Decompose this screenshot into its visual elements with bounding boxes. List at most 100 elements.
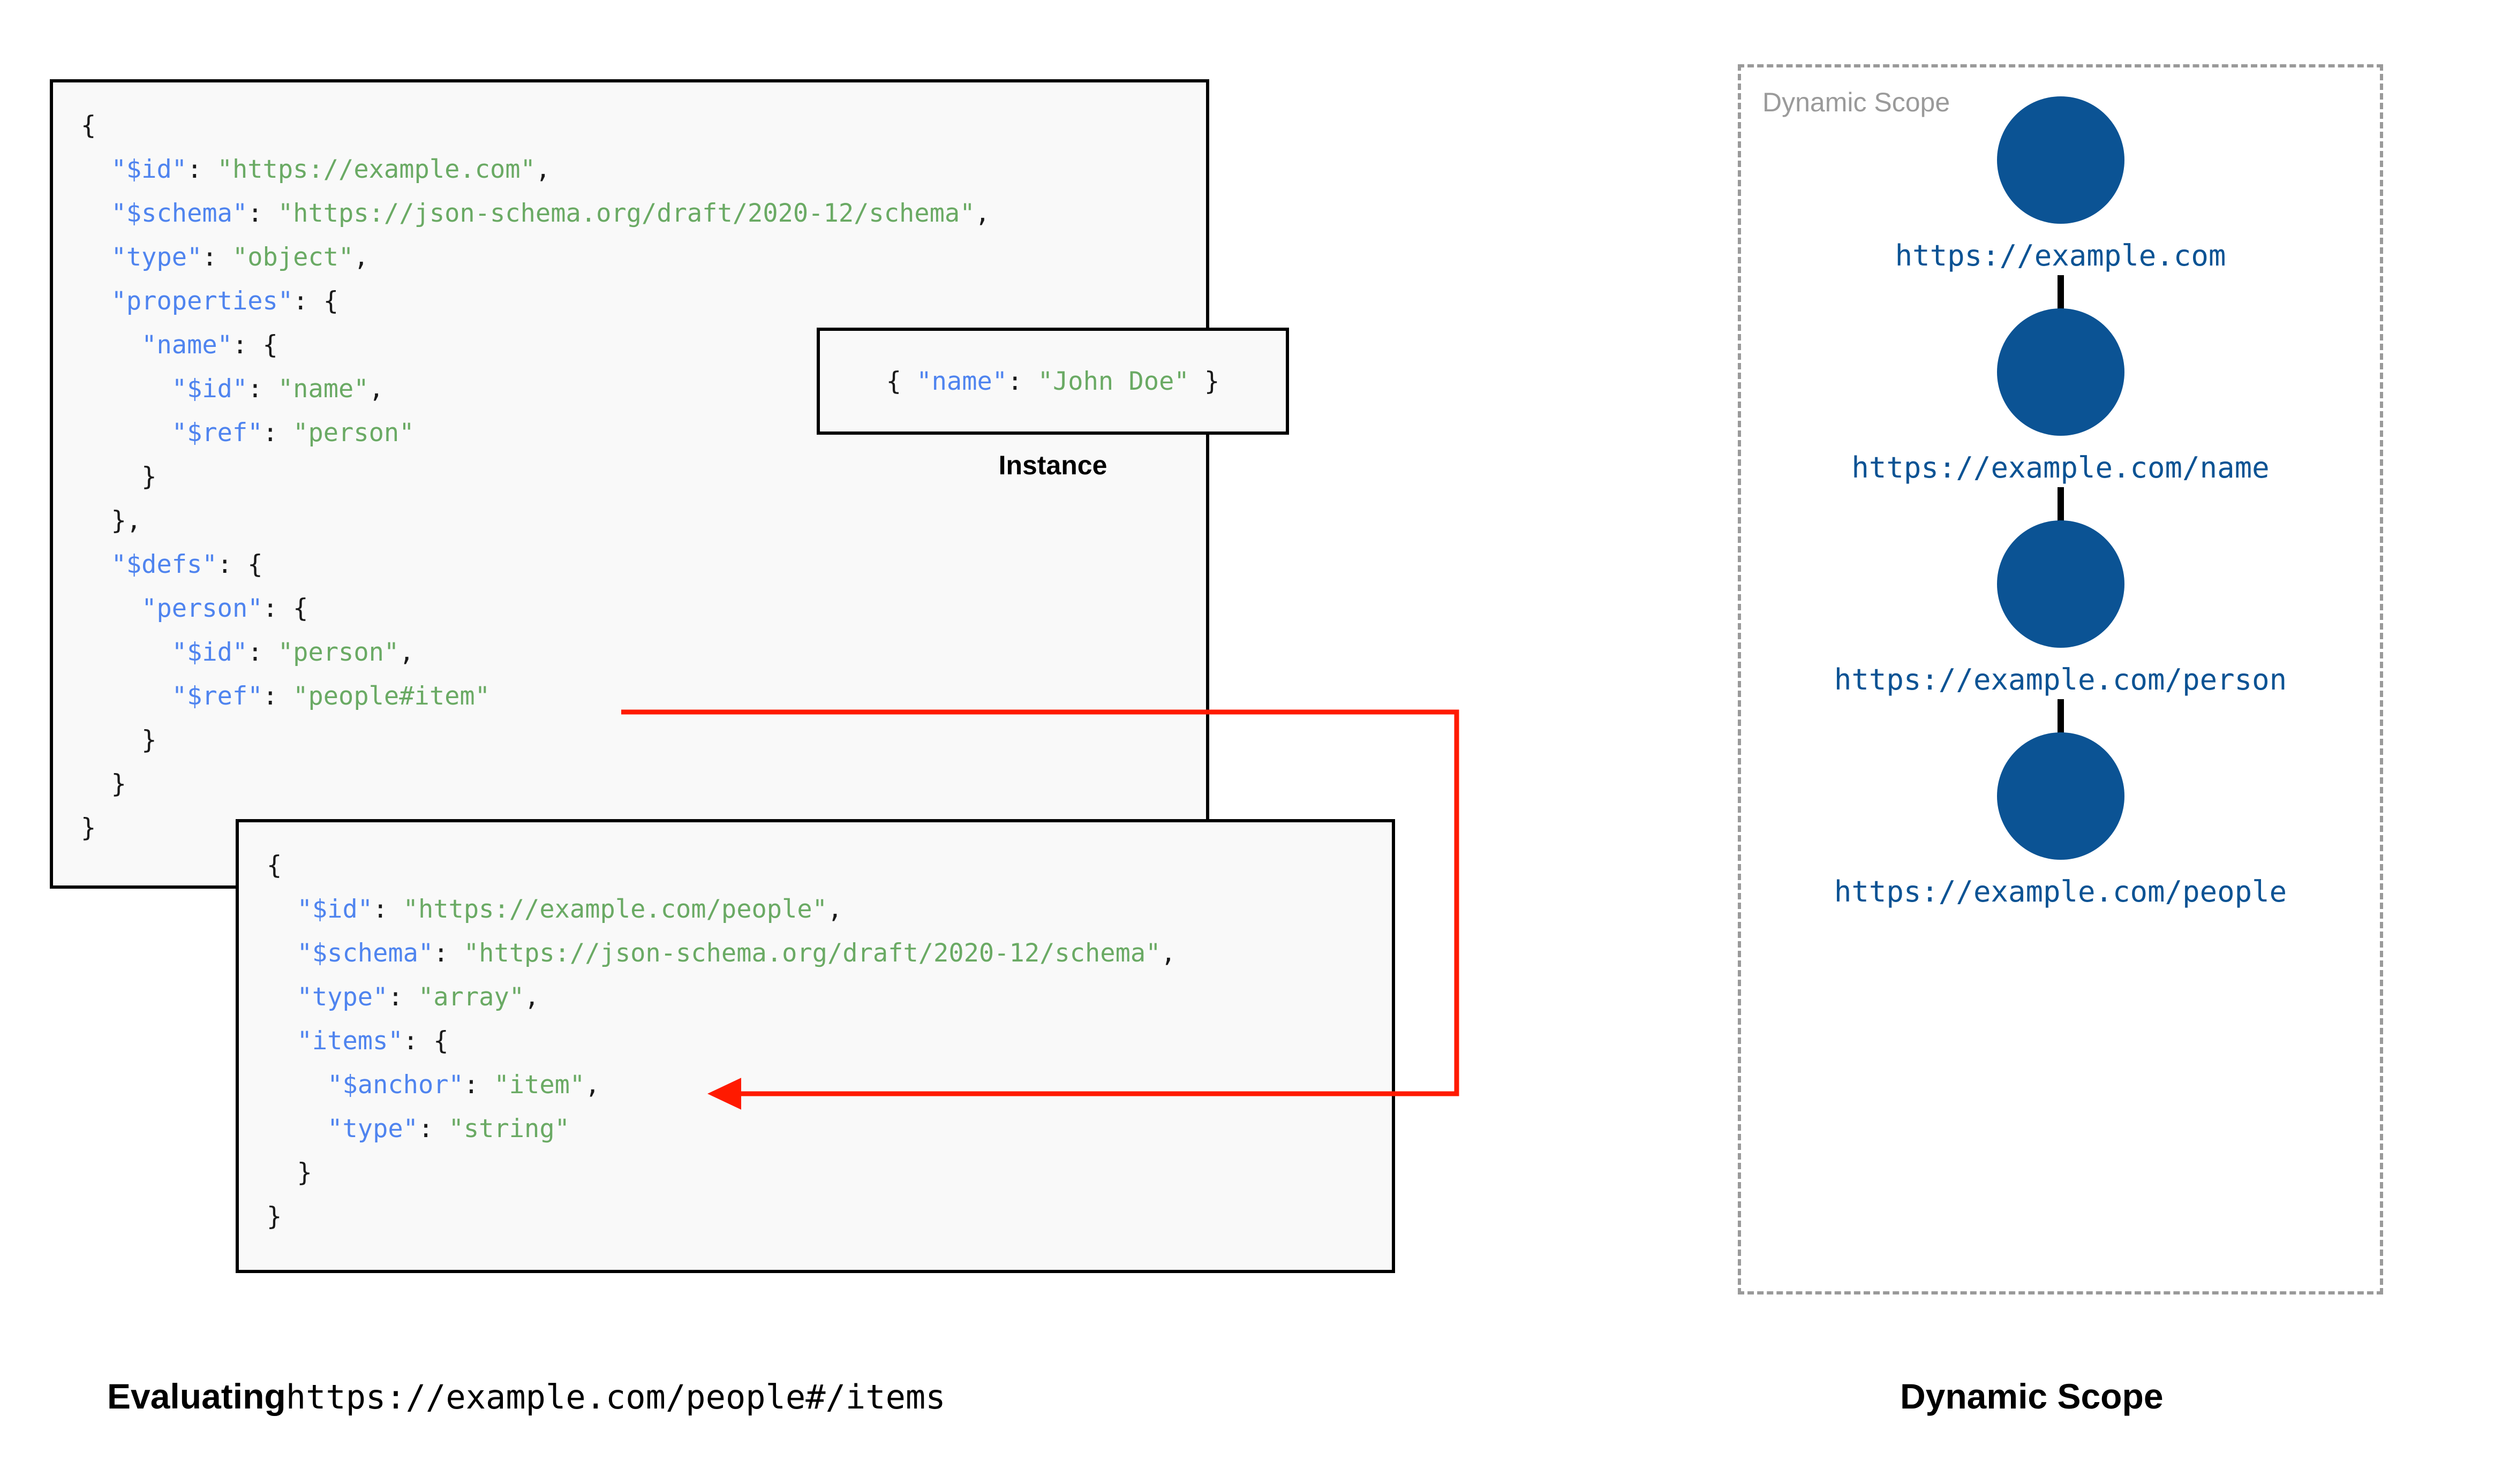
- code-token-s: "https://example.com/people": [403, 895, 827, 924]
- code-indent: [81, 243, 111, 272]
- code-line: "type": "string": [267, 1107, 1176, 1151]
- code-token-p: :: [388, 982, 418, 1012]
- code-token-p: {: [81, 111, 96, 140]
- code-token-k: "type": [111, 243, 202, 272]
- code-token-p: }: [141, 462, 157, 491]
- code-token-k: "$id": [171, 638, 248, 667]
- code-token-p: }: [81, 813, 96, 843]
- code-token-p: :: [418, 1114, 449, 1144]
- code-token-k: "items": [297, 1026, 403, 1056]
- code-token-p: :: [1007, 367, 1038, 396]
- code-indent: [81, 374, 172, 404]
- code-token-k: "$id": [297, 895, 373, 924]
- code-token-p: ,: [585, 1070, 600, 1100]
- code-token-p: },: [111, 506, 142, 535]
- code-line: }: [81, 806, 990, 850]
- code-indent: [81, 155, 111, 184]
- code-token-s: "array": [418, 982, 525, 1012]
- scope-node-circle-icon: [1996, 520, 2124, 648]
- code-token-p: ,: [368, 374, 384, 404]
- code-token-p: :: [247, 199, 278, 228]
- code-line: "$id": "https://example.com/people",: [267, 888, 1176, 932]
- code-line: "$schema": "https://json-schema.org/draf…: [81, 192, 990, 236]
- code-indent: [267, 895, 297, 924]
- code-indent: [81, 769, 111, 799]
- scope-node-label: https://example.com/people: [1834, 875, 2287, 908]
- code-line: "properties": {: [81, 279, 990, 323]
- code-line: "$ref": "person": [81, 411, 990, 455]
- evaluating-uri: https://example.com/people#/items: [285, 1377, 946, 1417]
- code-token-k: "$ref": [171, 682, 263, 711]
- code-indent: [81, 199, 111, 228]
- code-token-p: :: [463, 1070, 494, 1100]
- code-token-p: }: [141, 725, 157, 755]
- code-line: "type": "object",: [81, 236, 990, 279]
- code-token-p: ,: [827, 895, 843, 924]
- code-indent: [267, 982, 297, 1012]
- code-token-p: :: [262, 682, 293, 711]
- code-token-k: "$defs": [111, 550, 217, 579]
- code-token-p: ,: [975, 199, 990, 228]
- code-indent: [267, 1158, 297, 1187]
- code-token-s: "item": [494, 1070, 585, 1100]
- code-token-k: "$schema": [297, 938, 434, 968]
- code-indent: [81, 506, 111, 535]
- code-token-s: "people#item": [293, 682, 491, 711]
- code-indent: [81, 550, 111, 579]
- code-line: }: [81, 762, 990, 806]
- scope-node-label: https://example.com/name: [1851, 451, 2270, 484]
- scope-node: https://example.com/people: [1741, 732, 2380, 908]
- code-token-k: "properties": [111, 286, 293, 316]
- code-line: }: [267, 1195, 1176, 1239]
- code-line: "$id": "https://example.com",: [81, 148, 990, 192]
- code-indent: [267, 1114, 327, 1144]
- code-token-k: "$id": [171, 374, 248, 404]
- code-line: "$ref": "people#item": [81, 675, 990, 718]
- code-token-p: : {: [232, 330, 278, 360]
- code-token-p: }: [111, 769, 126, 799]
- code-token-s: "https://json-schema.org/draft/2020-12/s…: [277, 199, 975, 228]
- code-token-p: :: [247, 638, 278, 667]
- code-line: }: [81, 455, 990, 499]
- code-token-s: "person": [277, 638, 400, 667]
- code-token-p: ,: [399, 638, 415, 667]
- code-indent: [81, 462, 141, 491]
- code-indent: [81, 286, 111, 316]
- scope-node-circle-icon: [1996, 308, 2124, 436]
- code-line: "$defs": {: [81, 543, 990, 587]
- evaluating-label: Evaluating: [107, 1376, 286, 1416]
- code-indent: [267, 1070, 327, 1100]
- code-token-p: :: [373, 895, 403, 924]
- code-line: "$schema": "https://json-schema.org/draf…: [267, 932, 1176, 975]
- people-schema-box: { "$id": "https://example.com/people", "…: [236, 819, 1395, 1273]
- code-line: "person": {: [81, 587, 990, 631]
- code-token-k: "type": [297, 982, 388, 1012]
- code-token-p: }: [297, 1158, 312, 1187]
- code-indent: [267, 938, 297, 968]
- root-schema-box: { "$id": "https://example.com", "$schema…: [50, 79, 1209, 889]
- code-token-s: "https://json-schema.org/draft/2020-12/s…: [463, 938, 1161, 968]
- evaluating-caption: Evaluatinghttps://example.com/people#/it…: [107, 1376, 946, 1417]
- code-token-p: {: [267, 851, 282, 880]
- scope-node: https://example.com/name: [1741, 308, 2380, 484]
- code-line: "$id": "person",: [81, 631, 990, 675]
- code-line: "type": "array",: [267, 975, 1176, 1019]
- code-indent: [81, 418, 172, 448]
- scope-node: https://example.com: [1741, 96, 2380, 272]
- code-token-k: "$anchor": [327, 1070, 464, 1100]
- scope-node-label: https://example.com/person: [1834, 663, 2287, 696]
- code-token-p: }: [267, 1202, 282, 1231]
- code-token-k: "person": [141, 594, 263, 623]
- code-token-p: :: [187, 155, 217, 184]
- code-line: {: [267, 844, 1176, 888]
- scope-node-circle-icon: [1996, 732, 2124, 860]
- scope-node: https://example.com/person: [1741, 520, 2380, 696]
- code-line: "name": {: [81, 323, 990, 367]
- code-token-p: : {: [293, 286, 339, 316]
- code-token-p: :: [247, 374, 278, 404]
- code-token-p: :: [433, 938, 464, 968]
- instance-caption: Instance: [998, 450, 1107, 480]
- code-token-s: "John Doe": [1037, 367, 1189, 396]
- code-token-p: : {: [262, 594, 308, 623]
